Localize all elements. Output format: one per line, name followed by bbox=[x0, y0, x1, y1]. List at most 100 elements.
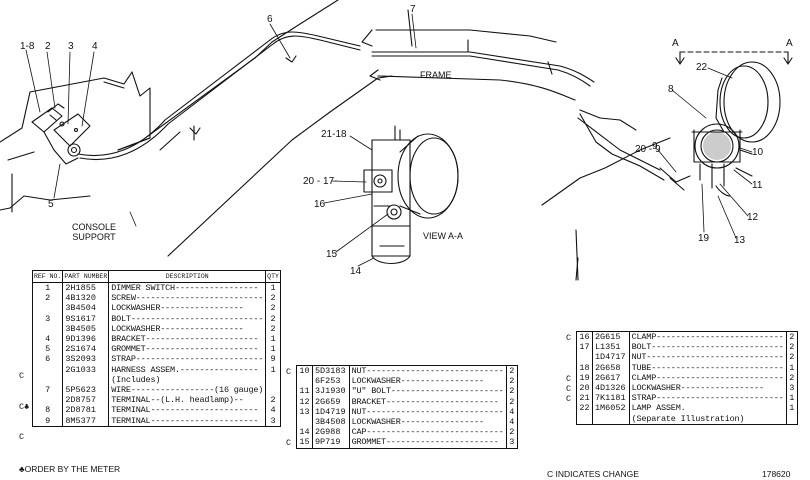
section-line-a-a bbox=[675, 51, 793, 65]
part-number-cell: 1D4719 bbox=[311, 406, 350, 418]
callout-21-18: 21-18 bbox=[321, 129, 347, 140]
header-ref: REF NO. bbox=[31, 270, 64, 283]
ref-cell: 6 bbox=[31, 354, 64, 365]
callout-22: 22 bbox=[696, 62, 708, 73]
ref-cell: 5 bbox=[31, 344, 64, 355]
part-number-cell: 2D8757 bbox=[62, 395, 110, 406]
change-indicator bbox=[19, 382, 31, 392]
qty-cell: 2 bbox=[265, 323, 281, 335]
leader-lines bbox=[25, 13, 753, 267]
part-number-cell: 2G658 bbox=[591, 362, 630, 373]
callout-A-right: A bbox=[786, 38, 793, 49]
part-number-cell: 5D3183 bbox=[311, 365, 350, 377]
ref-cell: 3 bbox=[31, 313, 64, 324]
description-cell: SCREW-------------------------- bbox=[108, 293, 267, 304]
qty-cell: 1 bbox=[265, 364, 281, 375]
ref-cell: 4 bbox=[31, 334, 64, 345]
ref-cell bbox=[296, 376, 313, 387]
ref-cell bbox=[576, 352, 593, 363]
callout-6: 6 bbox=[267, 14, 273, 25]
callout-4: 4 bbox=[92, 41, 98, 52]
description-cell: GROMMET----------------------- bbox=[108, 344, 267, 355]
part-number-cell: 8M5377 bbox=[62, 415, 110, 427]
change-indicator bbox=[19, 300, 31, 310]
callout-3: 3 bbox=[68, 41, 74, 52]
ref-cell bbox=[296, 417, 313, 428]
description-cell: (Separate Illustration) bbox=[628, 413, 787, 425]
description-cell: BRACKET----------------------- bbox=[348, 396, 507, 407]
change-indicator: C bbox=[19, 432, 25, 443]
qty-cell: 9 bbox=[265, 354, 281, 365]
callout-7: 7 bbox=[410, 4, 416, 15]
description-cell: "U" BOLT----------------------- bbox=[348, 386, 507, 397]
ref-cell: 21 bbox=[576, 393, 593, 404]
description-cell: BOLT--------------------------- bbox=[628, 342, 787, 353]
change-indicator bbox=[566, 353, 576, 363]
ref-cell: 12 bbox=[296, 396, 313, 407]
part-number-cell: 9P719 bbox=[311, 437, 350, 449]
part-number-cell: 1M6052 bbox=[591, 403, 630, 414]
description-cell: LOCKWASHER----------------- bbox=[628, 383, 787, 394]
change-indicator: C bbox=[286, 438, 292, 449]
change-indicator bbox=[19, 331, 31, 341]
qty-cell: 2 bbox=[505, 376, 519, 387]
qty-cell: 3 bbox=[785, 383, 799, 394]
callout-8: 8 bbox=[668, 84, 674, 95]
part-number-cell: 7K1181 bbox=[591, 393, 630, 404]
callout-10: 10 bbox=[752, 147, 764, 158]
change-indicator: C bbox=[566, 373, 572, 384]
ref-cell: 2 bbox=[31, 293, 64, 304]
part-number-cell: 2G659 bbox=[311, 396, 350, 407]
ref-cell: 19 bbox=[576, 372, 593, 384]
ref-cell: 9 bbox=[31, 415, 64, 427]
console-label-line1: CONSOLE bbox=[72, 222, 117, 232]
ref-cell: 14 bbox=[296, 427, 313, 438]
table-row: (Includes) bbox=[31, 374, 281, 386]
qty-cell: 1 bbox=[785, 362, 799, 373]
ref-cell: 10 bbox=[296, 365, 313, 377]
header-part-number: PART NUMBER bbox=[62, 270, 110, 283]
ref-cell: 18 bbox=[576, 362, 593, 373]
part-number-cell: 3B4505 bbox=[62, 323, 110, 335]
part-number-cell: 2H1855 bbox=[62, 282, 110, 294]
dimmer-switch bbox=[31, 103, 91, 165]
part-number-cell: 1D4717 bbox=[591, 352, 630, 363]
callout-12: 12 bbox=[747, 212, 759, 223]
callout-19: 19 bbox=[698, 233, 710, 244]
part-number-cell bbox=[62, 374, 110, 386]
description-cell: LOCKWASHER----------------- bbox=[108, 303, 267, 314]
qty-cell: 2 bbox=[785, 352, 799, 363]
change-indicator: C bbox=[566, 394, 572, 405]
qty-cell: 1 bbox=[265, 334, 281, 345]
callout-5: 5 bbox=[48, 199, 54, 210]
ref-cell: 1 bbox=[31, 282, 64, 294]
description-cell: NUT---------------------------- bbox=[348, 365, 507, 377]
change-indicator bbox=[286, 387, 296, 397]
part-number-cell: L1351 bbox=[591, 342, 630, 353]
callout-20-17: 20 - 17- bbox=[303, 176, 338, 187]
qty-cell: 2 bbox=[505, 427, 519, 438]
order-note: ♣ORDER BY THE METER bbox=[19, 464, 121, 474]
qty-cell: 4 bbox=[505, 406, 519, 418]
callout-2: 2 bbox=[45, 41, 51, 52]
part-number-cell: 4D1326 bbox=[591, 383, 630, 394]
callout-15: 15 bbox=[326, 249, 338, 260]
headlamp-assembly bbox=[659, 61, 781, 197]
part-number-cell: 2G1033 bbox=[62, 364, 110, 375]
